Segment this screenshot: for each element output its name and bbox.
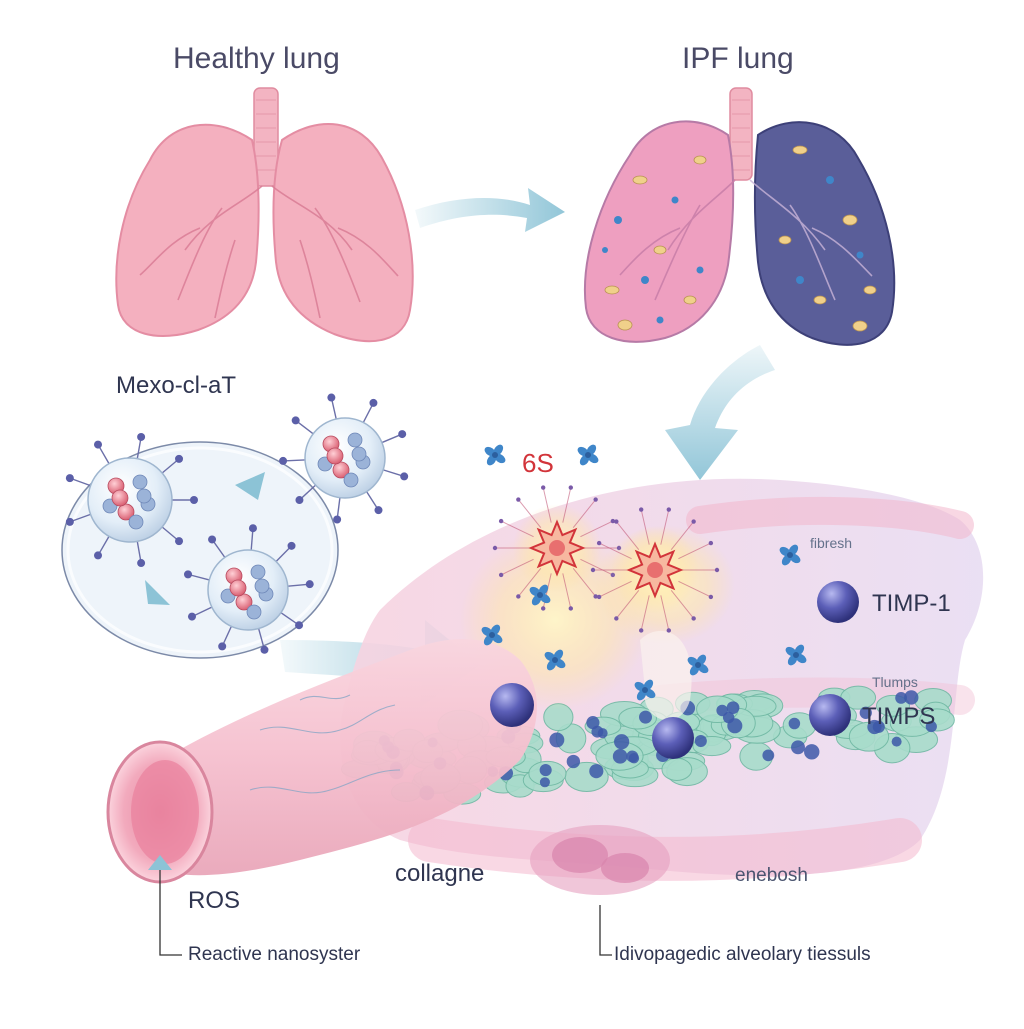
healthy-lung-title: Healthy lung [173,42,340,75]
cell-nucleus [788,717,801,730]
cell-nucleus [694,735,707,748]
progression-arrow [415,188,565,232]
protein [577,444,599,466]
cell-nucleus [539,777,550,788]
cell-nucleus [791,740,805,755]
collagen-label: collagne [395,860,485,887]
protein [785,644,807,666]
cell-nucleus [726,701,740,715]
timp-sphere [490,683,534,727]
nanoparticle-group [65,393,409,654]
timp-sphere [817,581,859,623]
ros-label: ROS [188,887,241,914]
ros-marker-group [492,485,720,633]
ipf-lung-title: IPF lung [682,42,794,75]
nanoparticle [65,432,198,568]
nanoparticle [279,393,409,524]
timp-sphere [652,717,694,759]
cell-nucleus [539,764,552,777]
cell-nucleus [639,710,652,724]
protein [544,649,566,671]
protein [484,444,506,466]
cell-nucleus [867,719,882,735]
fibrosis-small-label: fibresh [810,535,853,551]
ipf-lung-illustration [584,87,896,346]
protein-group [481,444,807,701]
tissue-pointer [599,905,612,956]
cell-nucleus [716,704,728,717]
cell-nucleus [895,691,908,704]
protein [481,624,503,646]
cell-nucleus [591,725,604,738]
cell-nucleus [859,706,872,719]
cell-nucleus [626,750,639,763]
blood-vessel [106,639,537,884]
protein [687,654,709,676]
protein [634,679,656,701]
cell-nucleus [549,732,565,748]
cell-nucleus [614,734,630,750]
protein [779,544,801,566]
cell-nucleus [891,736,902,747]
ros-pointer [148,855,182,956]
nanosystem-label: Mexo-cl-aT [116,372,237,399]
timps-small-label: Tlumps [872,674,918,690]
cell-nucleus [904,690,919,705]
ros-top-label: 6S [522,448,554,478]
cell-nucleus [612,749,628,764]
downward-arrow [665,345,775,480]
cell-nucleus [589,764,604,779]
fibroblast-cell [661,757,693,781]
timps-label: TIMPS [862,703,936,730]
ros-marker [590,507,720,633]
tissue-caption: Idivopagedic alveolary tiessuls [614,944,871,965]
cell-nucleus [762,749,775,762]
cell-nucleus [804,744,820,760]
cell-nucleus [566,754,581,769]
timp1-label: TIMP-1 [872,590,951,617]
ros-marker [492,485,622,611]
cell-nucleus [925,720,937,733]
ros-caption: Reactive nanosyster [188,944,361,965]
timp-sphere-group [490,581,859,759]
timp-sphere [809,694,851,736]
healthy-lung-illustration [115,87,414,343]
cell-nucleus [727,718,743,734]
tissue-small-label: enebosh [735,865,808,886]
nanoparticle [183,524,314,654]
protein [529,584,551,606]
